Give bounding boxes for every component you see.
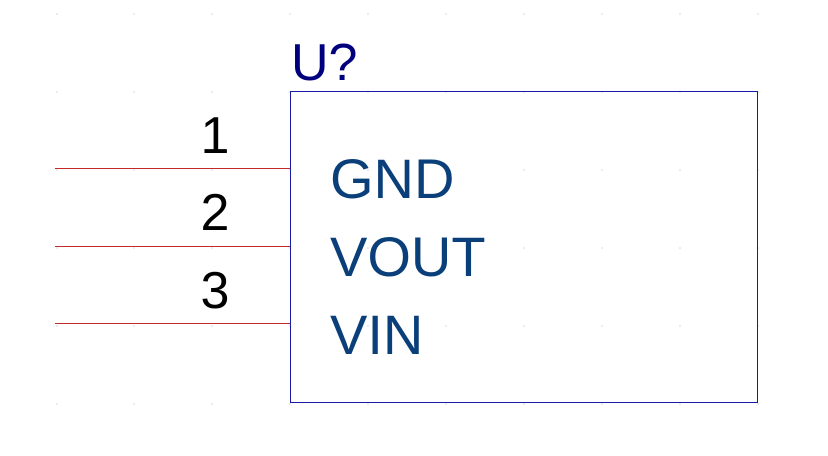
component-body[interactable]: [290, 91, 758, 403]
grid-dot: [133, 169, 135, 171]
grid-dot: [367, 247, 369, 249]
grid-dot: [523, 403, 525, 405]
grid-dot: [367, 325, 369, 327]
schematic-symbol[interactable]: U? 1 GND 2 VOUT 3 VIN: [55, 34, 758, 403]
grid-dot: [523, 169, 525, 171]
pin-2[interactable]: 2 VOUT: [55, 184, 486, 288]
grid-dot: [211, 169, 213, 171]
grid-dot: [523, 247, 525, 249]
pin-1[interactable]: 1 GND: [55, 107, 454, 210]
pin-1-number: 1: [201, 107, 230, 165]
grid-dot: [211, 91, 213, 93]
grid-dot: [445, 13, 447, 15]
grid-dot: [56, 403, 58, 405]
grid-dot: [601, 403, 603, 405]
grid-dot: [445, 325, 447, 327]
grid-dot: [56, 247, 58, 249]
grid-dot: [56, 13, 58, 15]
grid-dot: [601, 247, 603, 249]
pin-2-number: 2: [201, 184, 230, 242]
pin-2-name: VOUT: [330, 225, 486, 288]
grid-dot: [211, 247, 213, 249]
grid-dot: [445, 169, 447, 171]
grid-dot: [133, 325, 135, 327]
grid-dot: [367, 403, 369, 405]
grid-dot: [211, 403, 213, 405]
grid-dot: [523, 13, 525, 15]
grid-dot: [133, 13, 135, 15]
grid-dot: [367, 169, 369, 171]
grid-dot: [601, 13, 603, 15]
grid-dot: [757, 13, 759, 15]
grid-dot: [133, 403, 135, 405]
grid-dot: [679, 247, 681, 249]
pin-3-name: VIN: [330, 303, 423, 366]
reference-designator[interactable]: U?: [291, 34, 357, 92]
grid-dot: [289, 403, 291, 405]
grid-dot: [679, 169, 681, 171]
grid-dot: [289, 13, 291, 15]
grid-dots: [56, 13, 759, 405]
grid-dot: [56, 91, 58, 93]
grid-dot: [367, 13, 369, 15]
grid-dot: [601, 169, 603, 171]
grid-dot: [601, 325, 603, 327]
grid-dot: [445, 247, 447, 249]
grid-dot: [211, 13, 213, 15]
grid-dot: [133, 247, 135, 249]
pin-3-number: 3: [201, 262, 230, 320]
grid-dot: [679, 403, 681, 405]
grid-dot: [211, 325, 213, 327]
grid-dot: [133, 91, 135, 93]
grid-dot: [56, 325, 58, 327]
pin-3[interactable]: 3 VIN: [55, 262, 423, 366]
grid-dot: [523, 325, 525, 327]
grid-dot: [679, 325, 681, 327]
grid-dot: [679, 13, 681, 15]
pin-1-name: GND: [330, 147, 454, 210]
grid-dot: [445, 403, 447, 405]
grid-dot: [56, 169, 58, 171]
grid-dot: [757, 403, 759, 405]
